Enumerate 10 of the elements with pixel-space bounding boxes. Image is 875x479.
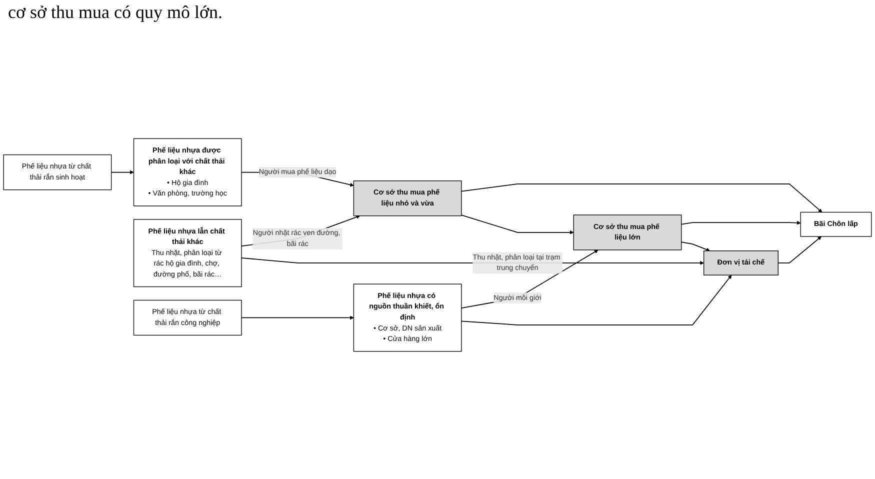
arrow (460, 250, 598, 308)
arrow (460, 184, 822, 212)
arrow (460, 274, 732, 326)
arrow (460, 214, 574, 234)
arrow (241, 316, 354, 320)
note-text: cơ sở thu mua có quy mô lớn. (7, 1, 224, 24)
arrow (680, 220, 801, 225)
arrow (680, 242, 710, 252)
arrow (110, 170, 134, 174)
arrow (778, 236, 822, 264)
